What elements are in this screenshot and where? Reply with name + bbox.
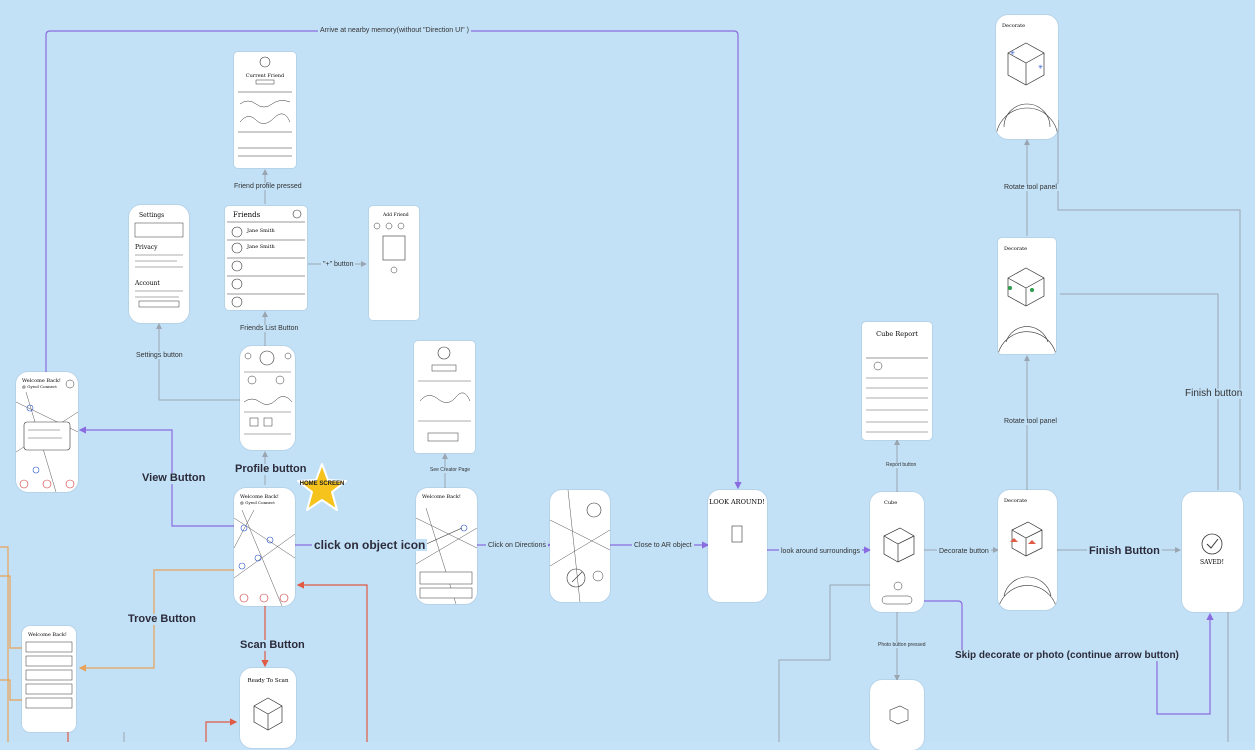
svg-text:Welcome Back!: Welcome Back! bbox=[22, 378, 61, 384]
scan-button-label: Scan Button bbox=[238, 639, 307, 651]
view-frame[interactable]: Welcome Back!@ Gyeol Connect bbox=[16, 372, 78, 492]
decorate-button-label: Decorate button bbox=[937, 548, 991, 555]
look-around-label: look around surroundings bbox=[779, 548, 862, 555]
profile-frame[interactable] bbox=[240, 346, 295, 450]
rotate-tool-panel-bottom-label: Rotate tool panel bbox=[1002, 418, 1059, 425]
decorate-frame[interactable]: Decorate bbox=[998, 490, 1057, 610]
add-friend-frame[interactable]: Add Friend bbox=[369, 206, 419, 320]
directions-frame[interactable] bbox=[550, 490, 610, 602]
creator-page-frame[interactable] bbox=[414, 341, 475, 453]
arrive-nearby-label: Arrive at nearby memory(without "Directi… bbox=[318, 27, 471, 34]
svg-text:Ready To Scan: Ready To Scan bbox=[247, 678, 288, 684]
home-screen-star-icon: HOME SCREEN bbox=[296, 462, 348, 514]
svg-text:LOOK AROUND!: LOOK AROUND! bbox=[709, 498, 765, 506]
skip-decorate-label: Skip decorate or photo (continue arrow b… bbox=[953, 650, 1181, 661]
svg-text:Welcome Back!: Welcome Back! bbox=[28, 632, 67, 638]
svg-text:Account: Account bbox=[134, 280, 160, 287]
home-screen-frame[interactable]: Welcome Back!@ Gyeol Connect bbox=[234, 488, 295, 606]
svg-text:Jane Smith: Jane Smith bbox=[246, 228, 276, 234]
svg-text:@ Gyeol Connect: @ Gyeol Connect bbox=[22, 384, 57, 389]
svg-text:Cube: Cube bbox=[884, 500, 897, 506]
friends-list-button-label: Friends List Button bbox=[238, 325, 301, 332]
photo-button-pressed-label: Photo button pressed bbox=[876, 642, 928, 648]
svg-text:Decorate: Decorate bbox=[1002, 23, 1025, 29]
click-object-icon-label: click on object icon bbox=[312, 538, 428, 552]
svg-text:Privacy: Privacy bbox=[135, 244, 158, 251]
trove-frame[interactable]: Welcome Back! bbox=[22, 626, 76, 732]
svg-text:Cube Report: Cube Report bbox=[876, 330, 918, 338]
svg-text:Add Friend: Add Friend bbox=[382, 212, 409, 218]
friends-title: Friends bbox=[233, 211, 261, 219]
scan-frame[interactable]: Ready To Scan bbox=[240, 668, 296, 748]
decorate-top-frame[interactable]: Decorate ✳ ✳ bbox=[996, 15, 1058, 139]
svg-text:Welcome Back!: Welcome Back! bbox=[240, 494, 279, 500]
svg-text:@ Gyeol Connect: @ Gyeol Connect bbox=[240, 500, 275, 505]
svg-text:✳: ✳ bbox=[1038, 64, 1043, 71]
photo-frame[interactable] bbox=[870, 680, 924, 750]
close-to-ar-label: Close to AR object bbox=[632, 542, 694, 549]
saved-frame[interactable]: SAVED! bbox=[1182, 492, 1243, 612]
svg-text:Decorate: Decorate bbox=[1004, 498, 1027, 504]
see-creator-page-label: See Creator Page bbox=[428, 467, 473, 473]
report-button-label: Report button bbox=[884, 462, 919, 468]
finish-button-bold-label: Finish Button bbox=[1087, 545, 1162, 557]
rotate-tool-panel-top-label: Rotate tool panel bbox=[1002, 184, 1059, 191]
plus-button-label: "+" button bbox=[321, 261, 356, 268]
svg-text:Decorate: Decorate bbox=[1004, 246, 1027, 252]
profile-button-label: Profile button bbox=[233, 463, 309, 475]
decorate-rotated-frame[interactable]: Decorate bbox=[998, 238, 1056, 354]
finish-button-label: Finish button bbox=[1183, 388, 1245, 399]
svg-text:Welcome Back!: Welcome Back! bbox=[422, 494, 461, 500]
cube-report-frame[interactable]: Cube Report bbox=[862, 322, 932, 440]
svg-text:Settings: Settings bbox=[139, 212, 164, 219]
view-button-label: View Button bbox=[140, 472, 208, 484]
friend-profile-pressed-label: Friend profile pressed bbox=[232, 183, 304, 190]
cube-ar-frame[interactable]: Cube bbox=[870, 492, 924, 612]
trove-button-label: Trove Button bbox=[126, 613, 198, 625]
svg-text:SAVED!: SAVED! bbox=[1200, 559, 1224, 566]
svg-text:✳: ✳ bbox=[1010, 50, 1015, 57]
profile-name-text: Current Friend bbox=[246, 73, 285, 79]
svg-text:Jane Smith: Jane Smith bbox=[246, 244, 276, 250]
look-around-frame[interactable]: LOOK AROUND! bbox=[708, 490, 767, 602]
friend-profile-frame[interactable]: Current Friend bbox=[234, 52, 296, 168]
home-screen-label: HOME SCREEN bbox=[299, 481, 345, 487]
click-directions-label: Click on Directions bbox=[486, 542, 548, 549]
settings-button-label: Settings button bbox=[134, 352, 185, 359]
